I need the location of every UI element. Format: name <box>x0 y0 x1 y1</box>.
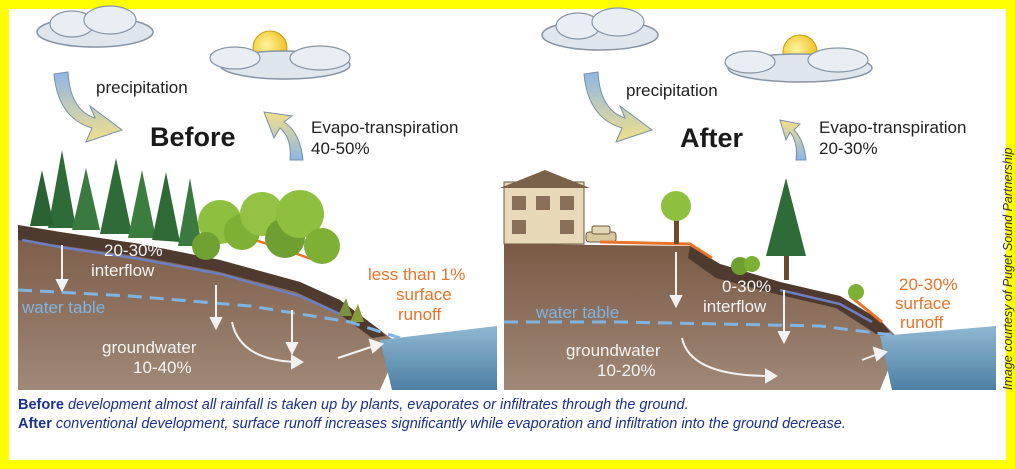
surface-runoff-line <box>599 240 713 260</box>
evapotranspiration-arrow <box>779 119 807 161</box>
interflow-path <box>21 238 341 316</box>
runoff-label-line2: surface <box>396 285 452 304</box>
groundwater-label: groundwater <box>566 341 661 360</box>
after-panel: precipitation After Evapo-transpiration … <box>500 7 996 390</box>
interflow-value: 0-30% <box>722 277 771 296</box>
forest <box>30 150 364 322</box>
trees <box>661 178 864 300</box>
water-body <box>380 326 497 390</box>
evapotranspiration-arrow <box>263 111 304 161</box>
evapotranspiration-value: 20-30% <box>819 139 878 158</box>
runoff-label-line3: runoff <box>398 305 441 324</box>
ground <box>504 244 900 390</box>
interflow-label: interflow <box>91 261 155 280</box>
caption: Before development almost all rainfall i… <box>18 396 993 433</box>
evapotranspiration-label: Evapo-transpiration <box>311 118 458 137</box>
water-table-line <box>504 320 901 338</box>
interflow-label: interflow <box>703 297 767 316</box>
runoff-label-line3: runoff <box>900 313 943 332</box>
cloud-icon <box>209 45 351 80</box>
water-table-label: water table <box>21 298 105 317</box>
water-table-line <box>17 288 401 340</box>
groundwater-label: groundwater <box>102 338 197 357</box>
car <box>585 225 617 243</box>
runoff-label-line1: less than 1% <box>368 265 465 284</box>
cloud-icon <box>36 5 154 48</box>
ground <box>18 225 400 390</box>
infiltration-arrows <box>55 245 384 370</box>
water-table-label: water table <box>535 303 619 322</box>
runoff-label-line2: surface <box>895 294 951 313</box>
evapotranspiration-label: Evapo-transpiration <box>819 118 966 137</box>
groundwater-value: 10-20% <box>597 361 656 380</box>
cloud-icon <box>724 47 873 83</box>
groundwater-value: 10-40% <box>133 358 192 377</box>
surface-runoff-line <box>849 294 883 324</box>
precipitation-label: precipitation <box>626 81 718 100</box>
precipitation-label: precipitation <box>96 78 188 97</box>
cloud-icon <box>541 7 659 51</box>
water-body <box>880 326 996 390</box>
interflow-path <box>779 288 873 324</box>
infiltration-arrows <box>669 252 888 384</box>
before-title: Before <box>150 122 236 152</box>
precipitation-arrow <box>53 71 124 143</box>
runoff-label-line1: 20-30% <box>899 275 958 294</box>
topsoil-layer <box>18 225 386 338</box>
evapotranspiration-value: 40-50% <box>311 139 370 158</box>
caption-line-before: Before development almost all rainfall i… <box>18 397 689 413</box>
precipitation-arrow <box>583 71 654 143</box>
caption-line-after: After conventional development, surface … <box>18 415 846 432</box>
image-credit: Image courtesy of Puget Sound Partnershi… <box>1001 147 1015 390</box>
house <box>500 170 590 245</box>
topsoil-layer <box>688 246 890 334</box>
after-title: After <box>680 123 743 153</box>
interflow-value: 20-30% <box>104 241 163 260</box>
before-panel: precipitation Before Evapo-transpiration… <box>17 5 497 390</box>
